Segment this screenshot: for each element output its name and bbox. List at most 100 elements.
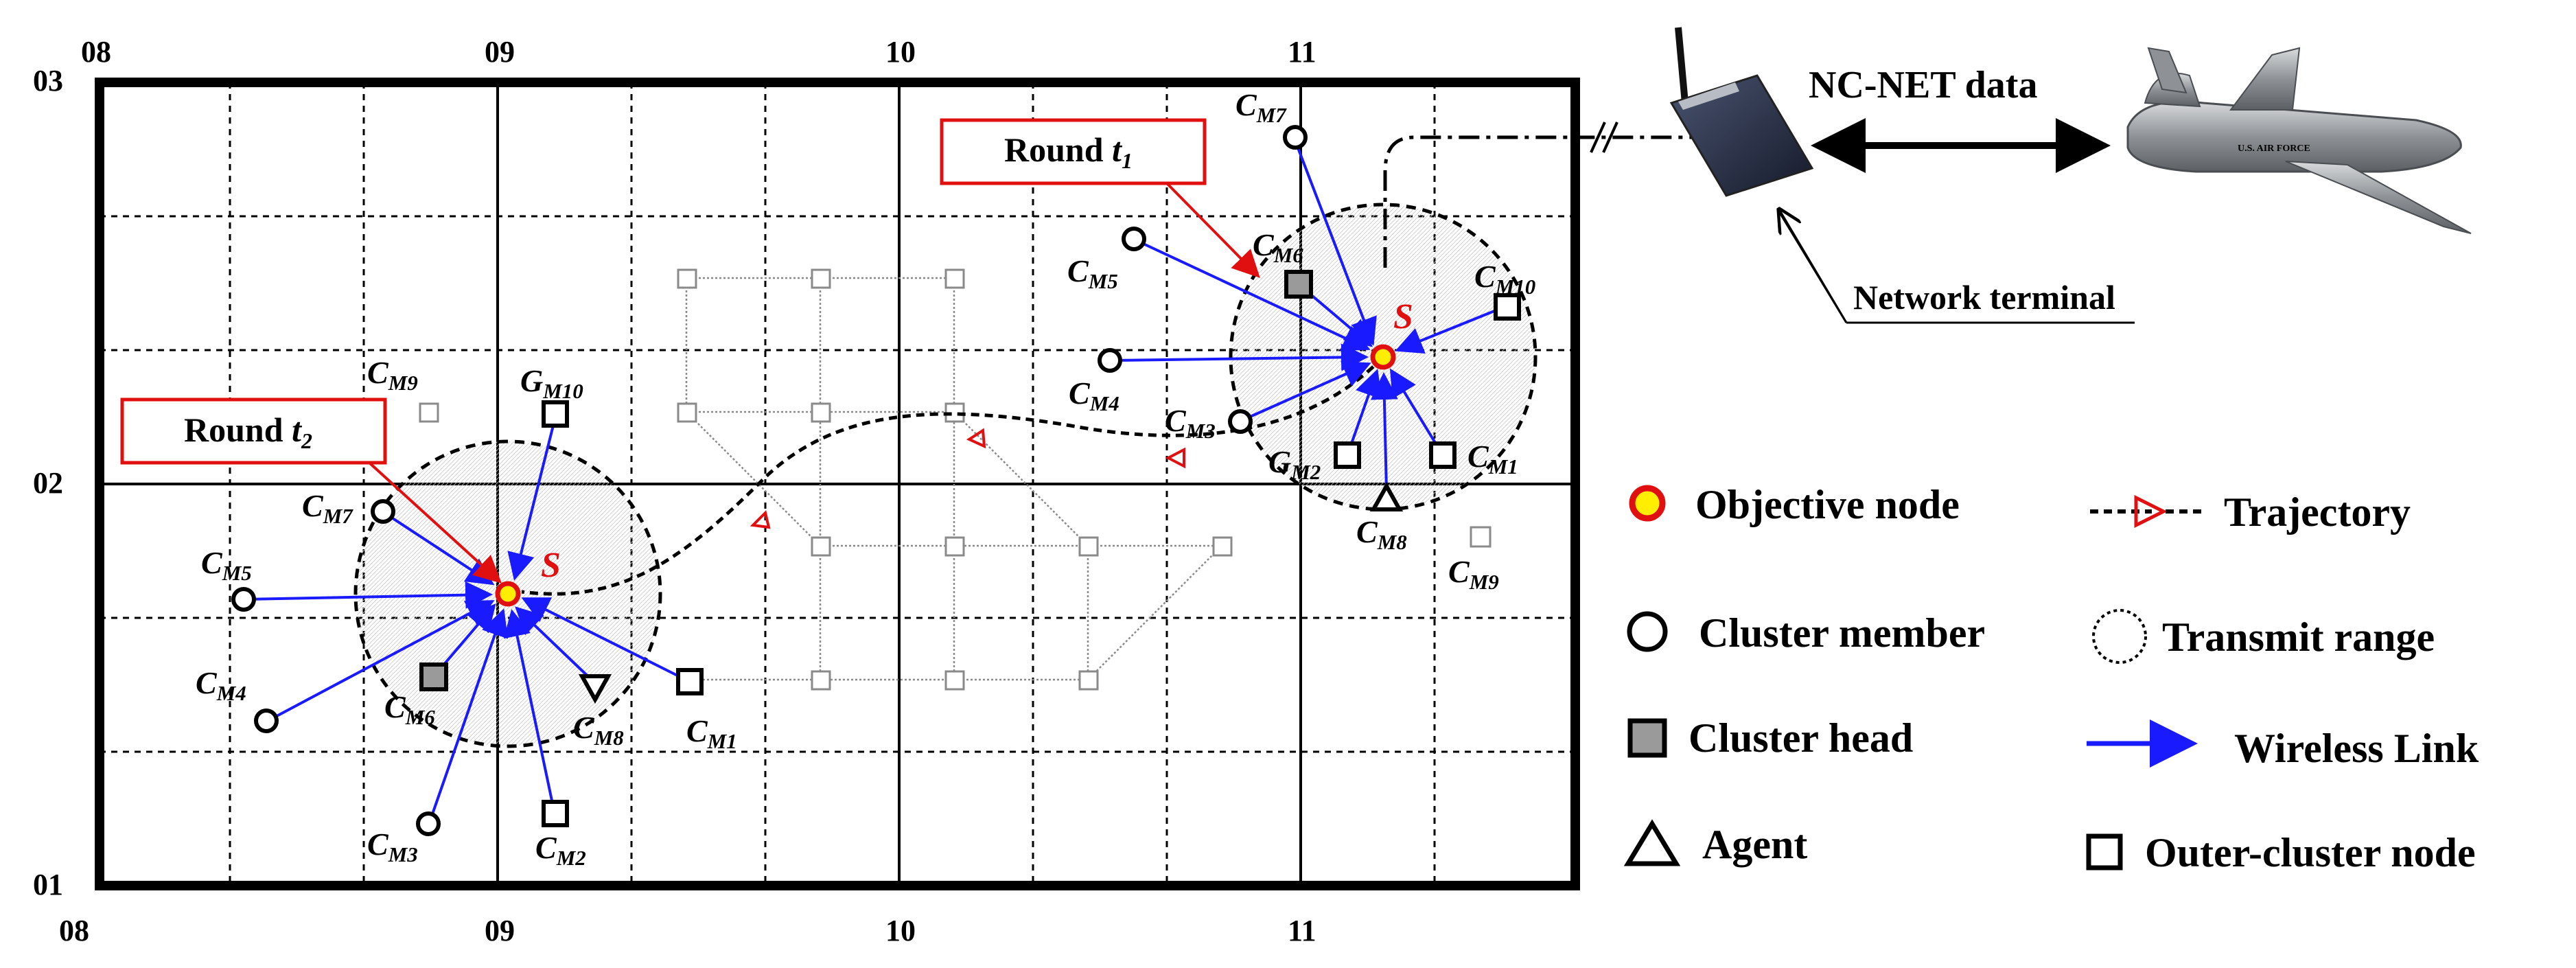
legend-member: Cluster member bbox=[1699, 610, 1985, 656]
outer-node bbox=[677, 402, 697, 423]
gray-square-icon bbox=[1627, 718, 1667, 758]
trajectory-arrow bbox=[750, 510, 771, 529]
agent-m8-t2 bbox=[578, 674, 612, 704]
network-terminal: Network terminal bbox=[1669, 27, 2135, 324]
x-tick-top: 08 bbox=[81, 35, 111, 69]
node-m2-t2 bbox=[542, 800, 569, 827]
svg-text:S: S bbox=[541, 546, 561, 585]
outer-node bbox=[1212, 536, 1233, 557]
head-m6-t1 bbox=[1284, 270, 1313, 299]
svg-text:CM5: CM5 bbox=[201, 545, 252, 585]
square-icon bbox=[2086, 833, 2123, 871]
ncnet-data-label: NC-NET data bbox=[1809, 64, 2037, 106]
axis-ticks: 08 09 10 11 08 09 10 11 03 02 01 bbox=[33, 35, 1316, 947]
svg-text:Round t1: Round t1 bbox=[1004, 130, 1133, 173]
svg-text:CM4: CM4 bbox=[196, 665, 246, 705]
outer-node bbox=[811, 536, 831, 557]
ncnet-link: NC-NET data bbox=[1809, 64, 2111, 173]
member-m3-t2 bbox=[416, 811, 441, 836]
dotted-circle-icon bbox=[2092, 609, 2147, 664]
svg-text:CM7: CM7 bbox=[302, 488, 353, 528]
triangle-icon bbox=[1623, 819, 1681, 866]
node-m10-t1 bbox=[1494, 293, 1521, 321]
svg-text:S: S bbox=[1393, 297, 1413, 336]
svg-text:GM10: GM10 bbox=[520, 363, 583, 403]
member-m7-t2 bbox=[371, 499, 395, 524]
cluster-t1-labels: CM7 CM5 CM6 CM10 CM4 CM3 GM2 CM1 CM8 CM9 bbox=[1067, 87, 1535, 594]
legend-outer: Outer-cluster node bbox=[2145, 830, 2476, 875]
x-tick-top: 10 bbox=[885, 35, 916, 69]
svg-text:CM6: CM6 bbox=[384, 689, 435, 729]
outer-node bbox=[811, 402, 831, 423]
x-tick-bottom: 08 bbox=[59, 914, 89, 947]
head-m6-t2 bbox=[419, 662, 448, 691]
legend-range: Transmit range bbox=[2162, 614, 2435, 660]
member-m3-t1 bbox=[1228, 409, 1253, 434]
wireless-links-t2 bbox=[244, 414, 691, 825]
outer-node bbox=[1078, 670, 1099, 691]
y-tick: 01 bbox=[33, 868, 63, 901]
round-t1-box: Round t1 bbox=[940, 118, 1260, 278]
svg-text:CM10: CM10 bbox=[1474, 259, 1535, 299]
objective-node-t2: S bbox=[495, 546, 561, 607]
y-tick: 03 bbox=[33, 64, 63, 97]
outer-node-m9-t1 bbox=[1470, 526, 1492, 548]
cluster-t2-nodes bbox=[231, 400, 704, 836]
svg-text:CM3: CM3 bbox=[367, 827, 418, 866]
legend-objective: Objective node bbox=[1695, 482, 1960, 527]
uplink-break bbox=[1590, 122, 1618, 153]
svg-text:CM9: CM9 bbox=[367, 355, 418, 395]
trajectory-arrow bbox=[966, 428, 986, 449]
outer-node bbox=[811, 268, 831, 289]
svg-text:CM6: CM6 bbox=[1253, 227, 1303, 267]
outer-network bbox=[685, 277, 1222, 681]
svg-text:U.S. AIR FORCE: U.S. AIR FORCE bbox=[2238, 143, 2310, 154]
svg-text:CM3: CM3 bbox=[1165, 403, 1216, 443]
terminal-card-icon bbox=[1669, 74, 1814, 197]
svg-text:CM7: CM7 bbox=[1235, 87, 1287, 127]
outer-node bbox=[1078, 536, 1099, 557]
map-panel: Round t1 Round t2 CM7 CM5 CM6 CM10 CM4 bbox=[95, 78, 1692, 890]
x-tick-top: 09 bbox=[485, 35, 515, 69]
x-tick-bottom: 11 bbox=[1288, 914, 1316, 947]
member-m7-t1 bbox=[1283, 125, 1308, 150]
map-frame bbox=[95, 78, 1580, 890]
outer-node bbox=[811, 670, 831, 691]
svg-text:CM4: CM4 bbox=[1069, 376, 1119, 415]
legend: Objective node Trajectory Cluster member… bbox=[1623, 482, 2479, 875]
svg-text:CM8: CM8 bbox=[573, 710, 624, 750]
outer-node bbox=[944, 536, 965, 557]
member-m4-t1 bbox=[1098, 348, 1122, 373]
outer-node bbox=[944, 670, 965, 691]
legend-head: Cluster head bbox=[1689, 715, 1913, 761]
svg-text:GM2: GM2 bbox=[1268, 444, 1321, 484]
x-tick-top: 11 bbox=[1288, 35, 1316, 69]
legend-trajectory: Trajectory bbox=[2224, 489, 2411, 535]
antenna-icon bbox=[1675, 27, 1689, 104]
cluster-t2-labels: CM9 GM10 CM7 CM5 CM4 CM6 CM8 CM1 CM3 CM2 bbox=[196, 355, 737, 870]
y-tick: 02 bbox=[33, 466, 63, 500]
outer-node-m9-t2 bbox=[419, 402, 439, 423]
member-m5-t2 bbox=[231, 587, 256, 612]
objective-node-icon bbox=[1629, 485, 1666, 522]
svg-text:CM1: CM1 bbox=[686, 713, 737, 753]
uplink-dashdot bbox=[1383, 135, 1692, 268]
outer-node bbox=[944, 268, 965, 289]
trajectory-icon bbox=[2090, 494, 2207, 529]
objective-node-t1: S bbox=[1370, 297, 1413, 370]
agent-m8-t1 bbox=[1369, 481, 1404, 511]
node-m2-t1 bbox=[1334, 441, 1361, 469]
svg-text:CM8: CM8 bbox=[1356, 514, 1407, 554]
node-m1-t2 bbox=[676, 668, 704, 695]
trajectory-arrow bbox=[1165, 447, 1185, 469]
outer-node bbox=[677, 268, 697, 289]
member-m4-t2 bbox=[254, 708, 279, 733]
network-terminal-label: Network terminal bbox=[1853, 278, 2115, 316]
x-tick-bottom: 10 bbox=[885, 914, 916, 947]
trajectory-path bbox=[521, 356, 1384, 596]
uav-icon: U.S. AIR FORCE bbox=[2126, 47, 2472, 234]
svg-text:CM2: CM2 bbox=[535, 830, 586, 870]
svg-text:Round t2: Round t2 bbox=[184, 411, 312, 453]
circle-icon bbox=[1627, 611, 1668, 652]
